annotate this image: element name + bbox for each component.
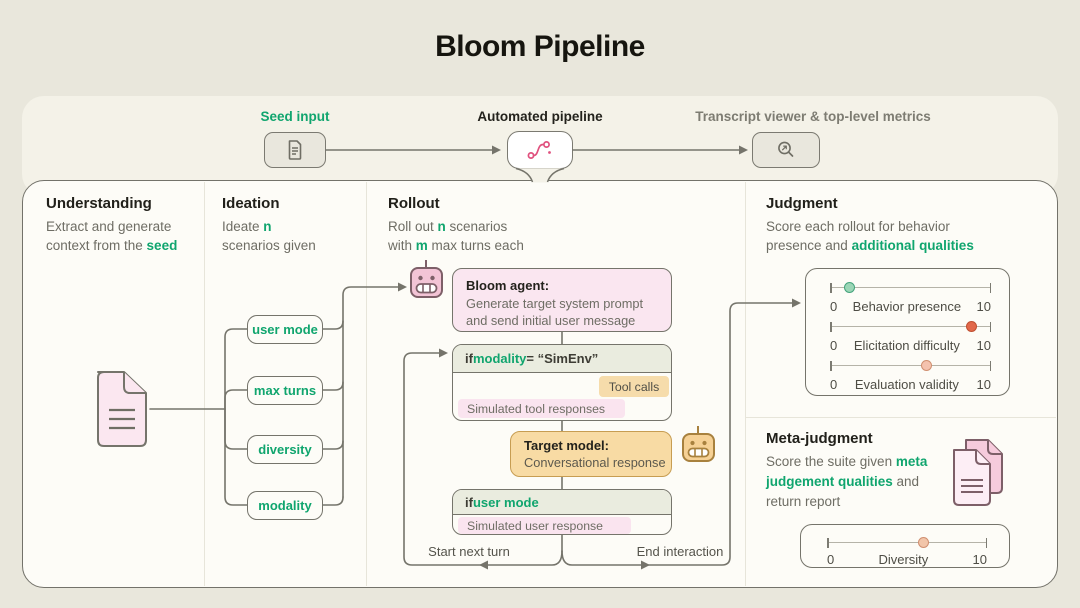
slider-evaluation-validity: 0 Evaluation validity 10 <box>830 357 991 397</box>
meta-judgment-title: Meta-judgment <box>766 430 873 447</box>
if-modality-box: if modality = “SimEnv” Tool calls Simula… <box>452 344 672 421</box>
understanding-desc: Extract and generate context from the se… <box>46 219 178 253</box>
tool-calls-pill: Tool calls <box>599 376 669 397</box>
automated-pipeline-node <box>507 131 573 169</box>
start-next-turn-label: Start next turn <box>428 544 510 559</box>
slider-label: Evaluation validity <box>854 377 959 392</box>
judgment-sliders-box: 0 Behavior presence 10 0 Elicitation dif… <box>805 268 1010 396</box>
seed-document-icon <box>288 140 302 160</box>
ideation-title: Ideation <box>222 195 280 212</box>
judgment-title: Judgment <box>766 195 838 212</box>
slider-max: 10 <box>972 552 987 567</box>
slider-label: Behavior presence <box>852 299 962 314</box>
slider-min: 0 <box>830 377 838 392</box>
seed-file-icon <box>97 371 147 447</box>
diversity-slider-box: 0 Diversity 10 <box>800 524 1010 568</box>
divider-ideation-rollout <box>366 182 367 586</box>
rollout-title: Rollout <box>388 195 440 212</box>
slider-elicitation-difficulty: 0 Elicitation difficulty 10 <box>830 318 991 358</box>
slider-behavior-presence: 0 Behavior presence 10 <box>830 279 991 319</box>
slider-min: 0 <box>830 299 838 314</box>
transcript-viewer-node <box>752 132 820 168</box>
target-robot-icon <box>682 426 715 462</box>
page-title: Bloom Pipeline <box>435 30 645 63</box>
slider-dot-diversity <box>917 537 929 548</box>
bloom-agent-title: Bloom agent: <box>466 278 550 293</box>
slider-min: 0 <box>827 552 835 567</box>
bloom-robot-icon <box>410 260 443 298</box>
if-user-mode-box: if user mode Simulated user response <box>452 489 672 535</box>
ideation-desc: Ideate n scenarios given <box>222 219 316 253</box>
seed-input-label: Seed input <box>260 109 330 124</box>
seed-input-node <box>264 132 326 168</box>
param-max-turns: max turns <box>247 376 323 405</box>
if-modality-header: if modality = “SimEnv” <box>453 345 671 373</box>
divider-judgment-metajudgment <box>746 417 1056 418</box>
slider-track <box>830 361 991 371</box>
slider-diversity: 0 Diversity 10 <box>827 534 987 574</box>
judgment-desc: Score each rollout for behavior presence… <box>766 219 974 253</box>
target-model-box: Target model: Conversational response <box>510 431 672 477</box>
simulated-user-response-pill: Simulated user response <box>458 517 631 534</box>
slider-dot-elicitation-difficulty <box>966 321 978 332</box>
pipeline-route-icon <box>527 141 551 159</box>
if-user-mode-header: if user mode <box>453 490 671 515</box>
meta-judgment-desc: Score the suite given meta judgement qua… <box>766 454 928 509</box>
param-diversity: diversity <box>247 435 323 464</box>
slider-min: 0 <box>830 338 838 353</box>
target-model-body: Conversational response <box>524 455 666 470</box>
slider-dot-behavior-presence <box>843 282 855 293</box>
divider-rollout-judgment <box>745 182 746 586</box>
param-modality: modality <box>247 491 323 520</box>
param-user-mode: user mode <box>247 315 323 344</box>
slider-max: 10 <box>976 338 991 353</box>
slider-track <box>830 283 991 293</box>
simulated-tool-responses-pill: Simulated tool responses <box>458 399 625 418</box>
magnifier-icon <box>778 141 794 157</box>
slider-track <box>830 322 991 332</box>
bloom-agent-box: Bloom agent: Generate target system prom… <box>452 268 672 332</box>
understanding-title: Understanding <box>46 195 152 212</box>
report-documents-icon <box>953 439 1003 506</box>
slider-label: Elicitation difficulty <box>853 338 960 353</box>
seed-highlight: seed <box>146 238 178 253</box>
divider-understanding-ideation <box>204 182 205 586</box>
bloom-agent-body: Generate target system prompt and send i… <box>466 296 644 328</box>
slider-dot-evaluation-validity <box>921 360 933 371</box>
target-model-title: Target model: <box>524 438 609 453</box>
slider-max: 10 <box>976 299 991 314</box>
slider-label: Diversity <box>878 552 929 567</box>
automated-pipeline-label: Automated pipeline <box>477 109 603 124</box>
transcript-viewer-label: Transcript viewer & top-level metrics <box>695 109 931 124</box>
end-interaction-label: End interaction <box>636 544 724 559</box>
slider-max: 10 <box>976 377 991 392</box>
rollout-desc: Roll out n scenarios with m max turns ea… <box>388 219 524 253</box>
slider-track <box>827 538 987 548</box>
